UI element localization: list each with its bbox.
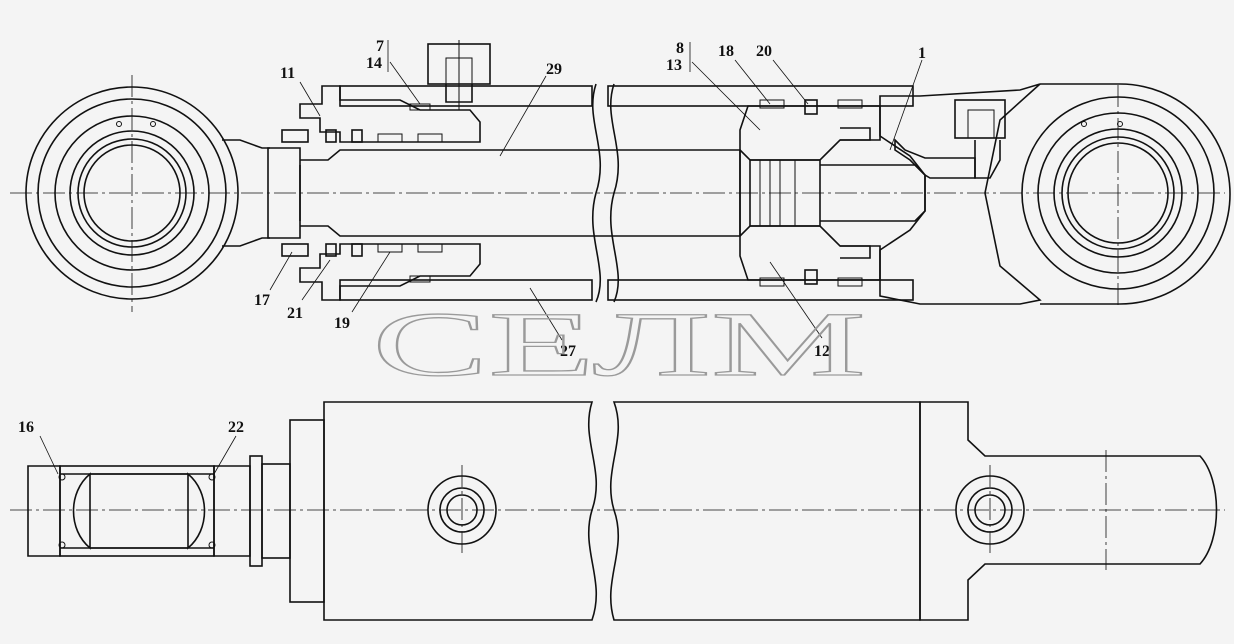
callout-16: 16 [18, 419, 34, 436]
watermark-logo: СЕЛМ [372, 293, 866, 395]
leader-lines-top [269, 40, 923, 341]
section-view [10, 40, 1231, 341]
callout-20: 20 [756, 43, 772, 60]
piston-rod [267, 147, 741, 239]
rod-head-exterior [249, 419, 325, 603]
callout-27: 27 [560, 343, 576, 360]
callout-8: 8 [676, 40, 684, 57]
rod-eye-left-section [27, 435, 251, 557]
callout-1: 1 [918, 45, 926, 62]
callout-12: 12 [814, 343, 830, 360]
callout-17: 17 [254, 292, 270, 309]
callout-29: 29 [546, 61, 562, 78]
callout-18: 18 [718, 43, 734, 60]
callout-11: 11 [280, 65, 295, 82]
callout-21: 21 [287, 305, 303, 322]
callout-13: 13 [666, 57, 682, 74]
callout-22: 22 [228, 419, 244, 436]
callout-labels: 7 14 11 29 8 13 18 20 1 17 21 19 27 12 1… [18, 38, 926, 436]
piston [739, 99, 926, 287]
callout-19: 19 [334, 315, 350, 332]
callout-14: 14 [366, 55, 382, 72]
exterior-view [10, 401, 1225, 621]
cylinder-bottom-cap [879, 83, 1231, 305]
rod-gland [281, 85, 481, 301]
bottom-cap-exterior [919, 401, 1218, 621]
cylinder-barrel-exterior [323, 401, 921, 621]
rod-eye-left [25, 75, 270, 312]
callout-7: 7 [376, 38, 384, 55]
oil-port-fitting [427, 40, 491, 110]
